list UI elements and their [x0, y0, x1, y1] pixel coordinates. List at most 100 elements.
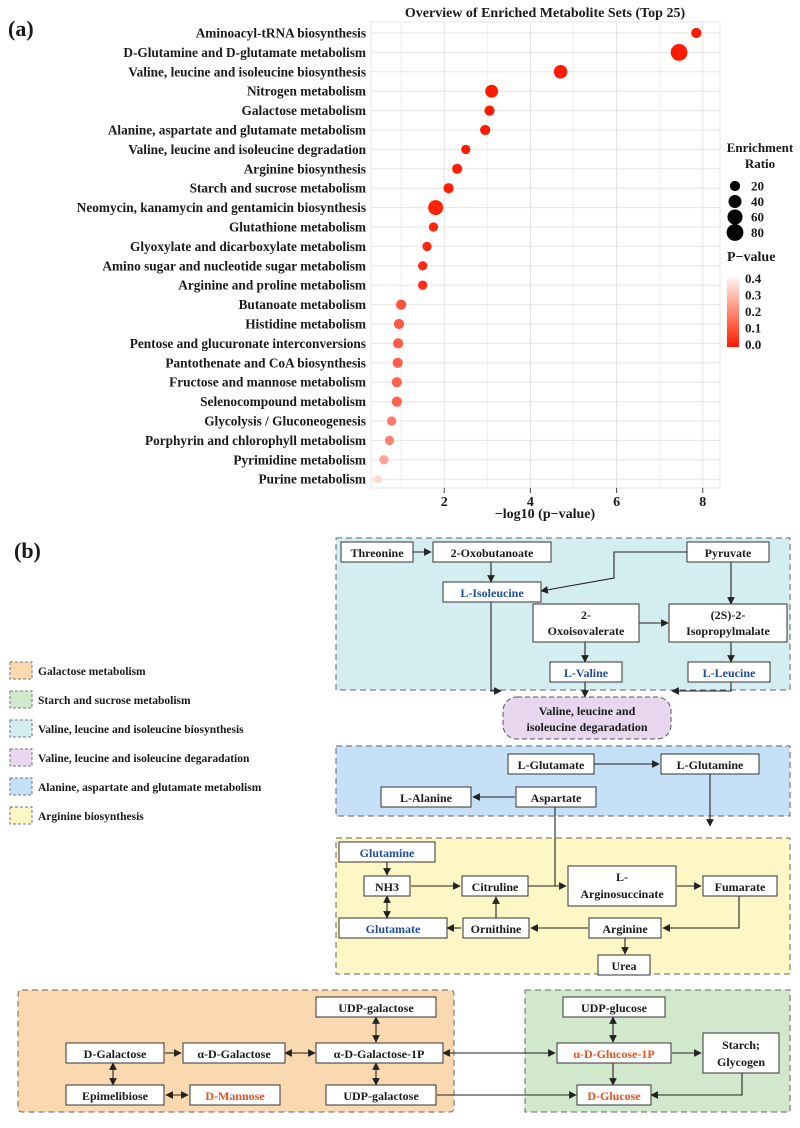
node-udp-galactose-top: UDP-galactose — [315, 996, 437, 1018]
size-legend-dot — [726, 224, 744, 241]
size-legend-dot — [729, 180, 741, 192]
category-label: Valine, leucine and isoleucine biosynthe… — [128, 64, 366, 79]
data-point — [393, 318, 405, 330]
node-oxoisovalerate-label-1: 2- — [581, 608, 591, 622]
node-epimelibiose-label: Epimelibiose — [82, 1089, 149, 1103]
node-a-d-galactose-1p: α-D-Galactose-1P — [315, 1042, 444, 1064]
node-starch-label-2: Glycogen — [717, 1055, 765, 1069]
node-udp-glucose-label: UDP-glucose — [581, 1001, 648, 1015]
size-legend-label: 20 — [751, 179, 764, 194]
node-epimelibiose: Epimelibiose — [65, 1084, 165, 1106]
legend-swatch — [9, 748, 33, 767]
node-glutamate: Glutamate — [338, 917, 448, 939]
node-glutamine-label: Glutamine — [360, 846, 415, 860]
node-d-mannose: D-Mannose — [189, 1084, 281, 1106]
node-pyruvate-label: Pyruvate — [705, 546, 752, 560]
vertical-gridlines — [400, 22, 704, 488]
category-label: Histidine metabolism — [245, 317, 366, 332]
color-legend-tick: 0.2 — [745, 304, 761, 319]
data-point — [484, 105, 495, 116]
node-oxobutanoate-label: 2-Oxobutanoate — [451, 546, 534, 560]
category-label: Fructose and mannose metabolism — [169, 375, 366, 390]
category-label: Glycolysis / Gluconeogenesis — [204, 414, 366, 429]
node-a-d-galactose: α-D-Galactose — [182, 1042, 286, 1064]
node-l-alanine: L-Alanine — [380, 786, 472, 808]
data-point — [428, 200, 444, 216]
category-label: Arginine biosynthesis — [244, 161, 366, 176]
x-tick-label: 2 — [441, 495, 448, 510]
node-a-d-galactose-1p-label: α-D-Galactose-1P — [334, 1047, 425, 1061]
data-point — [418, 261, 428, 271]
node-oxoisovalerate: 2-Oxoisovalerate — [532, 603, 640, 643]
legend-swatch — [9, 719, 33, 738]
node-l-valine-label: L-Valine — [564, 666, 609, 680]
node-arginosuccinate-label-1: L- — [616, 870, 628, 884]
data-points — [373, 27, 702, 484]
data-point — [480, 124, 491, 136]
size-legend-dot — [727, 209, 743, 225]
size-legend-dot — [728, 195, 742, 208]
size-legend-label: 60 — [751, 210, 764, 225]
x-tick-label: 8 — [699, 495, 706, 510]
node-l-leucine: L-Leucine — [687, 661, 771, 683]
plot-frame — [370, 21, 721, 489]
node-nh3: NH3 — [363, 875, 411, 897]
category-label: Aminoacyl-tRNA biosynthesis — [196, 26, 366, 41]
node-arginine-label: Arginine — [602, 922, 648, 936]
color-legend-tick: 0.4 — [745, 271, 762, 286]
node-d-galactose-label: D-Galactose — [84, 1047, 147, 1061]
size-legend-title-line1: Enrichment — [727, 140, 794, 155]
color-legend-gradient — [727, 277, 739, 347]
data-point — [391, 377, 402, 388]
node-l-glutamate-label: L-Glutamate — [518, 758, 585, 772]
x-tick-labels: 2 4 6 8 — [441, 488, 706, 510]
plot-area — [370, 21, 721, 489]
color-legend-tick: 0.1 — [745, 321, 761, 336]
node-urea-label: Urea — [611, 959, 636, 973]
x-tick-label: 6 — [613, 495, 620, 510]
x-tick-label: 4 — [527, 495, 534, 510]
data-point — [396, 299, 407, 310]
data-point — [393, 338, 404, 349]
category-label: Pantothenate and CoA biosynthesis — [165, 355, 366, 370]
category-label: Pentose and glucuronate interconversions — [130, 336, 366, 351]
data-point — [428, 222, 439, 232]
node-l-leucine-label: L-Leucine — [703, 666, 756, 680]
node-citruline: Citruline — [461, 875, 529, 897]
node-d-glucose: D-Glucose — [576, 1084, 652, 1106]
category-label: Amino sugar and nucleotide sugar metabol… — [102, 258, 366, 273]
node-fumarate: Fumarate — [702, 875, 778, 897]
node-isopropylmalate-label-2: Isopropylmalate — [686, 624, 770, 638]
legend-label: Arginine biosynthesis — [38, 811, 144, 823]
category-label: Neomycin, kanamycin and gentamicin biosy… — [77, 200, 366, 215]
size-legend-label: 80 — [751, 225, 764, 240]
data-point — [485, 84, 499, 98]
node-starch-glycogen: Starch; Glycogen — [702, 1032, 780, 1074]
category-label: Nitrogen metabolism — [247, 84, 366, 99]
node-udp-glucose: UDP-glucose — [562, 996, 666, 1018]
data-point — [379, 455, 389, 465]
legend-label: Starch and sucrose metabolism — [38, 695, 191, 707]
node-starch-label-1: Starch; — [722, 1038, 760, 1052]
data-point — [418, 280, 428, 290]
legend-swatch — [9, 806, 33, 825]
legend-label: Valine, leucine and isoleucine biosynthe… — [38, 724, 244, 736]
x-axis-label: −log10 (p−value) — [495, 507, 596, 522]
node-isopropylmalate-label-1: (2S)-2- — [711, 608, 746, 622]
node-ornithine-label: Ornithine — [471, 922, 522, 936]
node-arginosuccinate-label-2: Arginosuccinate — [580, 887, 664, 901]
category-label: Valine, leucine and isoleucine degradati… — [128, 142, 366, 157]
category-label: Alanine, aspartate and glutamate metabol… — [108, 123, 366, 138]
data-point — [452, 163, 463, 174]
color-legend-tick: 0.0 — [745, 337, 761, 352]
category-label: Purine metabolism — [259, 472, 366, 487]
node-arginine: Arginine — [588, 917, 662, 939]
chart-title: Overview of Enriched Metabolite Sets (To… — [405, 6, 686, 21]
legend-swatch — [9, 661, 33, 680]
node-glutamate-label: Glutamate — [366, 922, 421, 936]
data-point — [384, 435, 395, 446]
node-l-glutamine: L-Glutamine — [660, 753, 760, 775]
